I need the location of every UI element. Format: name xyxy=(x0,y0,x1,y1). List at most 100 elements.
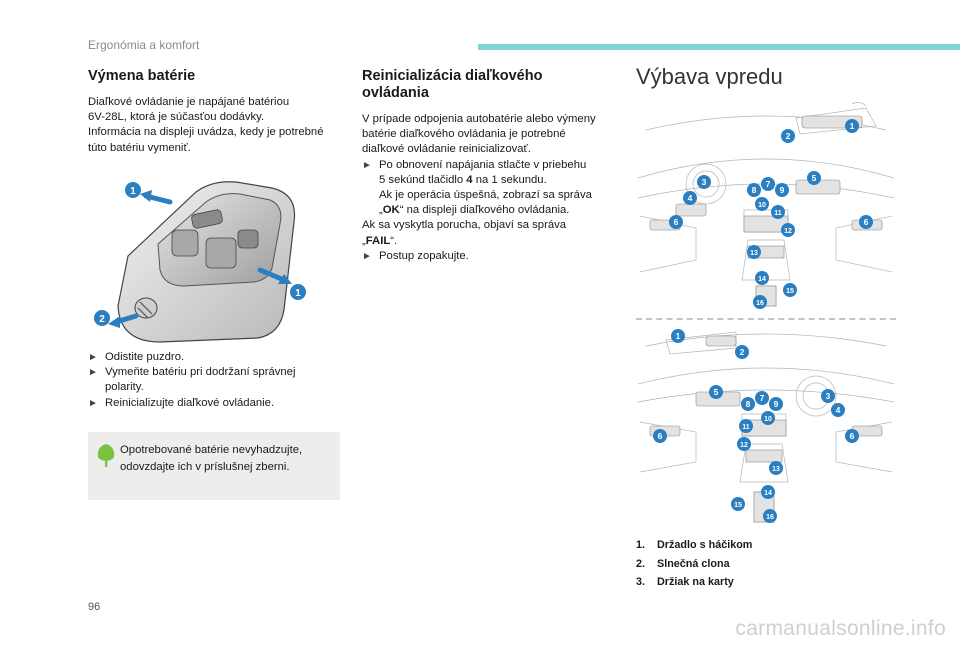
callout-number: 6 xyxy=(850,431,855,441)
legend-list: 1. Držadlo s háčikom 2. Slnečná clona 3.… xyxy=(636,536,896,592)
callout-number: 12 xyxy=(740,442,748,449)
callout-number: 8 xyxy=(752,185,757,195)
reinit-intro-line: diaľkové ovládanie reinicializovať. xyxy=(362,143,531,156)
callout-badge: 5 xyxy=(709,385,723,399)
callout-number: 14 xyxy=(764,490,772,497)
callout-badge: 15 xyxy=(783,283,797,297)
callout-badge: 4 xyxy=(831,403,845,417)
callout-number: 13 xyxy=(750,250,758,257)
callout-badge: 9 xyxy=(775,183,789,197)
callout-badge: 6 xyxy=(669,215,683,229)
watermark: carmanualsonline.info xyxy=(735,617,946,640)
callout-badge: 8 xyxy=(747,183,761,197)
callout-badge: 7 xyxy=(755,391,769,405)
callout-number: 1 xyxy=(850,121,855,131)
bullet-icon: ► xyxy=(362,159,372,171)
callout-badge: 11 xyxy=(771,205,785,219)
front-equipment-section: Výbava vpredu xyxy=(636,62,898,92)
list-item: ► Po obnovení napájania stlačte v priebe… xyxy=(362,158,592,217)
callout-number: 15 xyxy=(734,502,742,509)
list-item: ► Postup zopakujte. xyxy=(362,249,617,264)
battery-section: Výmena batérie Diaľkové ovládanie je nap… xyxy=(88,68,343,156)
list-item: ► Vymeňte batériu pri dodržaní správnej … xyxy=(88,366,296,394)
leaf-icon xyxy=(97,444,115,467)
callout-badge: 6 xyxy=(845,429,859,443)
callout-number: 7 xyxy=(760,393,765,403)
callout-badge: 14 xyxy=(755,271,769,285)
callout-number: 9 xyxy=(774,399,779,409)
reinit-intro-line: V prípade odpojenia autobatérie alebo vý… xyxy=(362,113,596,125)
callout-number: 7 xyxy=(766,179,771,189)
reinit-section: Reinicializácia diaľkového ovládania V p… xyxy=(362,68,617,264)
battery-intro-line: Informácia na displeji uvádza, kedy je p… xyxy=(88,126,324,139)
callout-badge: 12 xyxy=(781,223,795,237)
callout-number: 8 xyxy=(746,399,751,409)
remote-key-figure: 1 1 2 xyxy=(94,181,306,343)
page-number: 96 xyxy=(88,601,101,613)
callout-number: 4 xyxy=(836,405,841,415)
battery-steps: ► Odistite puzdro. ► Vymeňte batériu pri… xyxy=(88,350,343,411)
callout-number: 2 xyxy=(786,131,791,141)
bullet-icon: ► xyxy=(88,352,98,363)
figure-divider xyxy=(636,318,896,320)
battery-intro-line: túto batériu vymeniť. xyxy=(88,141,191,154)
battery-intro-line: Diaľkové ovládanie je napájané batériou xyxy=(88,96,290,108)
callout-badge: 8 xyxy=(741,397,755,411)
bullet-icon: ► xyxy=(88,397,98,409)
callout-badge: 4 xyxy=(683,191,697,205)
callout-badge: 3 xyxy=(697,175,711,189)
callout-badge: 1 xyxy=(845,119,859,133)
callout-1: 1 xyxy=(295,288,301,299)
callout-number: 14 xyxy=(758,276,766,283)
callout-badge: 10 xyxy=(761,411,775,425)
callout-badge: 5 xyxy=(807,171,821,185)
environment-tip-box: Opotrebované batérie nevyhadzujte, odovz… xyxy=(88,432,340,500)
callout-badge: 6 xyxy=(859,215,873,229)
callout-badge: 10 xyxy=(755,197,769,211)
callout-2: 2 xyxy=(99,314,105,325)
callout-number: 1 xyxy=(676,331,681,341)
bullet-icon: ► xyxy=(88,367,98,379)
battery-intro-line: 6V-28L, ktorá je súčasťou dodávky. xyxy=(88,111,265,124)
bullet-icon: ► xyxy=(362,250,372,262)
legend-row: 3. Držiak na karty xyxy=(636,576,734,588)
reinit-title: Reinicializácia diaľkového ovládania xyxy=(362,68,543,101)
callout-number: 4 xyxy=(688,193,693,203)
callout-badge: 12 xyxy=(737,437,751,451)
callout-badge: 15 xyxy=(731,497,745,511)
callout-badge: 3 xyxy=(821,389,835,403)
legend-row: 1. Držadlo s háčikom xyxy=(636,539,753,551)
callout-number: 11 xyxy=(774,210,782,217)
callout-number: 3 xyxy=(702,177,707,187)
running-header: Ergonómia a komfort xyxy=(88,38,200,52)
list-item: ► Reinicializujte diaľkové ovládanie. xyxy=(88,396,343,411)
callout-number: 2 xyxy=(740,347,745,357)
tip-line: odovzdajte ich v príslušnej zberni. xyxy=(120,461,290,473)
callout-badge: 13 xyxy=(769,461,783,475)
callout-badge: 7 xyxy=(761,177,775,191)
legend-row: 2. Slnečná clona xyxy=(636,557,730,570)
tip-line: Opotrebované batérie nevyhadzujte, xyxy=(120,444,303,456)
callout-number: 15 xyxy=(786,288,794,295)
callout-number: 16 xyxy=(756,300,764,307)
battery-title: Výmena batérie xyxy=(88,68,196,84)
callout-badge: 6 xyxy=(653,429,667,443)
callout-number: 6 xyxy=(864,217,869,227)
callout-badge: 14 xyxy=(761,485,775,499)
callout-number: 6 xyxy=(674,217,679,227)
callout-number: 5 xyxy=(812,173,817,183)
reinit-intro-line: batérie diaľkového ovládania je potrebné xyxy=(362,128,566,141)
fault-line: Ak sa vyskytla porucha, objaví sa správa xyxy=(362,219,567,232)
callout-number: 13 xyxy=(772,466,780,473)
callout-badge: 2 xyxy=(735,345,749,359)
callout-number: 10 xyxy=(764,416,772,423)
callout-badge: 1 xyxy=(671,329,685,343)
callout-badge: 16 xyxy=(753,295,767,309)
header-accent-bar xyxy=(478,44,960,50)
callout-number: 5 xyxy=(714,387,719,397)
callout-badge: 16 xyxy=(763,509,777,523)
callout-number: 10 xyxy=(758,202,766,209)
